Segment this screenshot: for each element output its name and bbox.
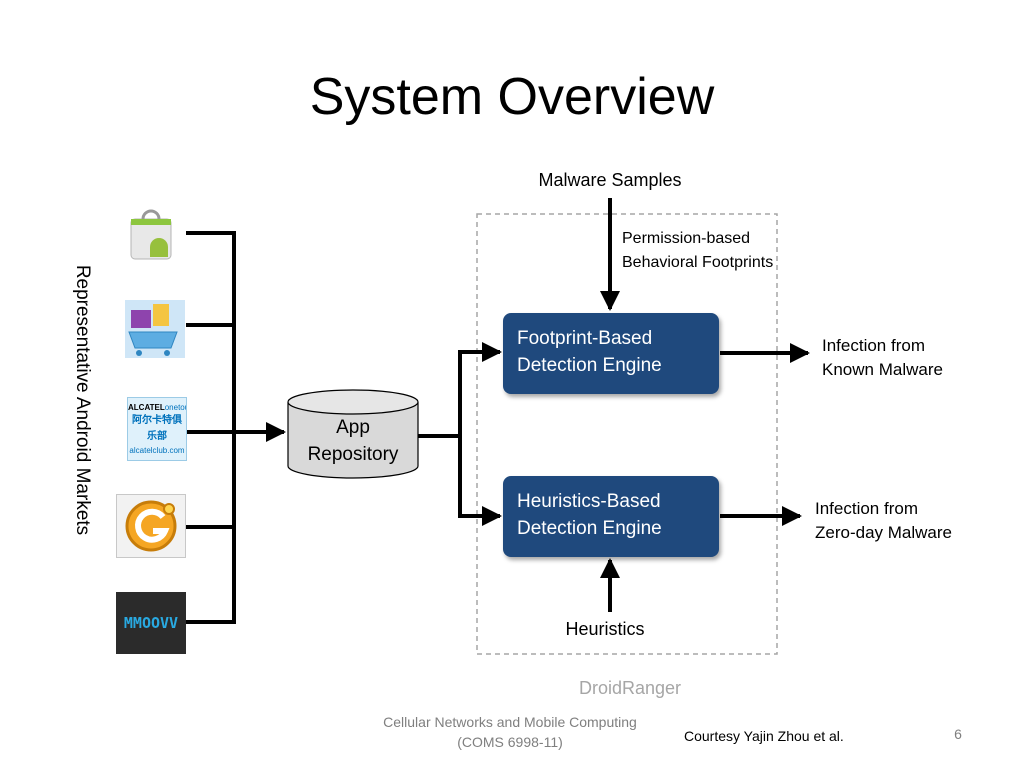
- repository-line-1: App: [336, 417, 370, 438]
- footprint-detection-engine: Footprint-Based Detection Engine: [503, 313, 719, 394]
- zeroday-output-line-1: Infection from: [815, 499, 918, 518]
- malware-samples-label: Malware Samples: [538, 170, 682, 190]
- markets-label: Representative Android Markets: [72, 264, 93, 536]
- mmoovv-icon: MMOOVV: [116, 592, 186, 654]
- alcatel-site-text: alcatelclub.com: [129, 446, 185, 455]
- droidranger-boundary: [476, 213, 778, 655]
- courtesy-note: Courtesy Yajin Zhou et al.: [684, 728, 844, 744]
- known-malware-output: Infection from Known Malware: [822, 334, 943, 382]
- shopping-cart-market-icon: [115, 298, 187, 360]
- heuristics-detection-engine: Heuristics-Based Detection Engine: [503, 476, 719, 557]
- mmoovv-text: MMOOVV: [123, 614, 179, 632]
- zeroday-output-line-2: Zero-day Malware: [815, 523, 952, 542]
- course-line-1: Cellular Networks and Mobile Computing: [383, 714, 637, 730]
- app-repository-cylinder: [287, 389, 419, 479]
- repository-line-2: Repository: [307, 444, 399, 465]
- known-output-line-1: Infection from: [822, 336, 925, 355]
- footprint-engine-line-1: Footprint-Based: [517, 328, 653, 349]
- alcatel-brand-text: ALCATEL: [128, 403, 165, 412]
- footprint-engine-line-2: Detection Engine: [517, 355, 662, 376]
- repository-fanout: [418, 352, 462, 518]
- permission-line-2: Behavioral Footprints: [622, 254, 774, 271]
- heuristics-engine-line-2: Detection Engine: [517, 518, 662, 539]
- alcatel-club-icon: ALCATELonetouch 阿尔卡特俱乐部 alcatelclub.com: [127, 397, 187, 461]
- page-number: 6: [954, 726, 962, 742]
- onetouch-text: onetouch: [164, 403, 186, 412]
- zeroday-malware-output: Infection from Zero-day Malware: [815, 497, 952, 545]
- g-market-icon: [116, 494, 186, 558]
- slide-title: System Overview: [309, 68, 715, 126]
- known-output-line-2: Known Malware: [822, 360, 943, 379]
- app-repository-label: App Repository: [288, 414, 418, 468]
- heuristics-input-label: Heuristics: [565, 619, 645, 639]
- droidranger-label: DroidRanger: [578, 678, 682, 698]
- market-bus: [186, 231, 236, 624]
- alcatel-chinese-text: 阿尔卡特俱乐部: [132, 415, 182, 442]
- permission-line-1: Permission-based: [622, 230, 751, 247]
- permission-footprints-label: Permission-based Behavioral Footprints: [622, 227, 773, 275]
- android-market-icon: [115, 205, 187, 267]
- course-line-2: (COMS 6998-11): [457, 734, 563, 750]
- course-footer: Cellular Networks and Mobile Computing (…: [340, 712, 680, 752]
- heuristics-engine-line-1: Heuristics-Based: [517, 491, 661, 512]
